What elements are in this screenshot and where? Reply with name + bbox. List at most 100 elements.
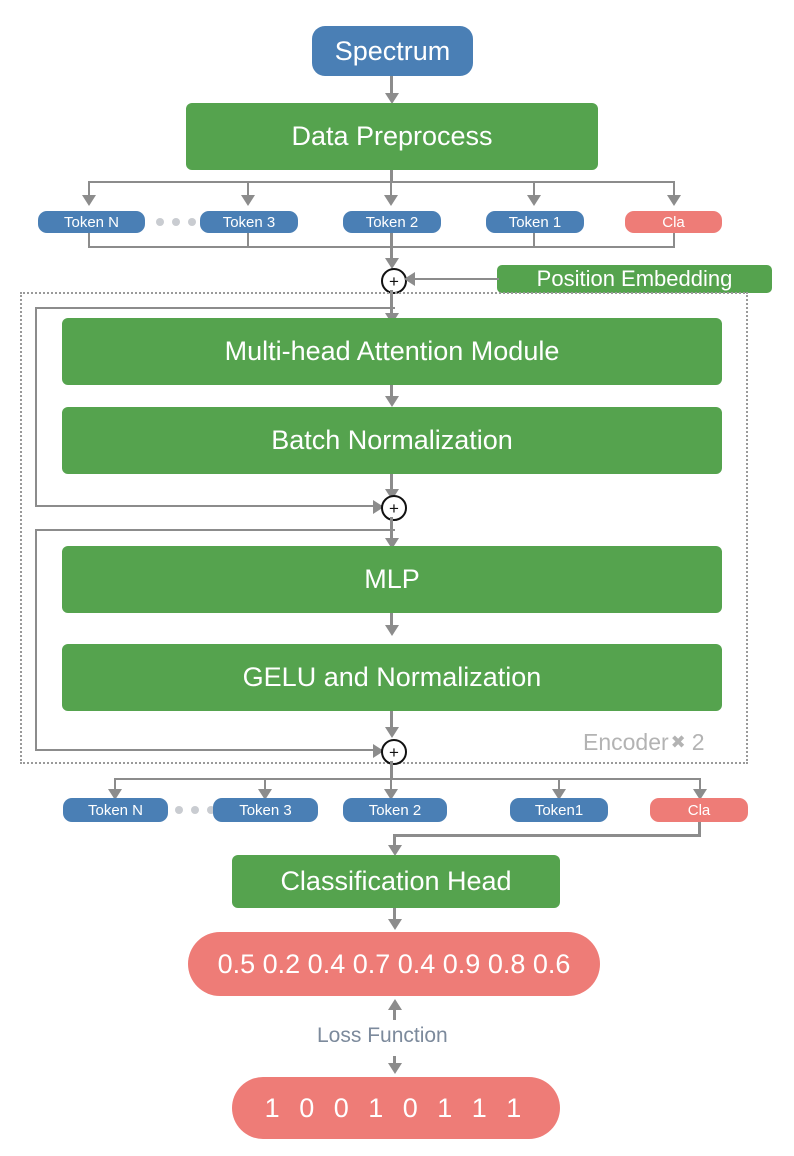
token-top-n[interactable]: Token N <box>38 211 145 233</box>
token-top-2[interactable]: Token 2 <box>343 211 441 233</box>
node-mlp[interactable]: MLP <box>62 546 722 613</box>
connector-sum2-to-mlp <box>390 517 393 545</box>
arrowhead-sum3-top <box>385 727 399 738</box>
bus-bottom-drop-token-3 <box>264 778 266 792</box>
merge-riser-token-3 <box>247 233 249 248</box>
encoder-container <box>20 292 748 764</box>
arrowhead-sum-left <box>404 272 415 286</box>
token-bottom-1[interactable]: Token1 <box>510 798 608 822</box>
sum-node-symbol: + <box>389 271 399 291</box>
token-top-n-label: Token N <box>63 213 120 231</box>
token-top-cla-label: Cla <box>662 213 685 231</box>
arrowhead-gelu <box>385 625 399 636</box>
arrowhead-token-n-top <box>82 195 96 206</box>
token-top-3[interactable]: Token 3 <box>200 211 298 233</box>
token-bottom-cla[interactable]: Cla <box>650 798 748 822</box>
arrowhead-token-2-bottom <box>384 789 398 800</box>
arrowhead-predictions <box>388 919 402 930</box>
bus-bottom-drop-token-2 <box>390 778 392 792</box>
arrowhead-token-1-top <box>527 195 541 206</box>
node-gelu-normalization[interactable]: GELU and Normalization <box>62 644 722 711</box>
node-position-embedding[interactable]: Position Embedding <box>497 265 772 293</box>
bus-drop-token-n <box>88 181 90 198</box>
bus-drop-token-2 <box>390 181 392 198</box>
connector-mlp-to-gelu <box>390 613 393 628</box>
sum-node-residual-attention: + <box>381 495 407 521</box>
arrowhead-token-1-bottom <box>552 789 566 800</box>
merge-to-sum-stem <box>390 233 393 265</box>
ground-truth-values: 1 0 0 1 0 1 1 1 <box>264 1092 528 1123</box>
bus-drop-token-1 <box>533 181 535 198</box>
bus-preprocess-stem <box>390 170 393 182</box>
ground-truth-vector[interactable]: 1 0 0 1 0 1 1 1 <box>232 1077 560 1139</box>
arrowhead-cla-top <box>667 195 681 206</box>
token-bottom-2-label: Token 2 <box>368 801 422 819</box>
arrowhead-token-2-top <box>384 195 398 206</box>
connector-spectrum-to-preprocess <box>390 76 393 95</box>
encoder-repeat-label: Encoder ✖ 2 <box>583 729 705 756</box>
sum-node-residual-mlp: + <box>381 739 407 765</box>
token-top-cla[interactable]: Cla <box>625 211 722 233</box>
node-multihead-attention[interactable]: Multi-head Attention Module <box>62 318 722 385</box>
node-spectrum-label: Spectrum <box>334 35 451 66</box>
token-bottom-1-label: Token1 <box>534 801 584 819</box>
node-gelu-normalization-label: GELU and Normalization <box>242 662 542 692</box>
residual-bracket-attention <box>35 307 395 507</box>
token-bottom-cla-label: Cla <box>687 801 711 819</box>
arrowhead-batchnorm <box>385 396 399 407</box>
prediction-vector-values: 0.5 0.2 0.4 0.7 0.4 0.9 0.8 0.6 <box>217 948 571 979</box>
connector-head-to-predictions <box>393 908 396 922</box>
connector-attention-to-batchnorm <box>390 385 393 399</box>
token-top-2-label: Token 2 <box>365 213 419 231</box>
loss-function-label: Loss Function <box>317 1024 448 1047</box>
sum-node-position-embedding: + <box>381 268 407 294</box>
bus-preprocess-horizontal <box>88 181 674 183</box>
token-bottom-n[interactable]: Token N <box>63 798 168 822</box>
connector-cla-drop <box>698 822 701 836</box>
node-position-embedding-label: Position Embedding <box>536 266 733 291</box>
token-top-1[interactable]: Token 1 <box>486 211 584 233</box>
connector-cla-horizontal <box>393 834 701 837</box>
merge-bus-horizontal <box>88 246 674 248</box>
arrowhead-token-n-bottom <box>108 789 122 800</box>
merge-riser-token-1 <box>533 233 535 248</box>
arrowhead-cla-bottom <box>693 789 707 800</box>
token-top-1-label: Token 1 <box>508 213 562 231</box>
sum-node-symbol-2: + <box>389 498 399 518</box>
node-data-preprocess-label: Data Preprocess <box>291 121 493 151</box>
arrowhead-preprocess <box>385 93 399 104</box>
connector-posembed-to-sum <box>415 278 499 280</box>
connector-sum-to-encoder <box>390 290 393 318</box>
encoder-label-count: 2 <box>691 729 705 755</box>
token-bottom-n-label: Token N <box>87 801 144 819</box>
node-spectrum[interactable]: Spectrum <box>312 26 473 76</box>
prediction-vector[interactable]: 0.5 0.2 0.4 0.7 0.4 0.9 0.8 0.6 <box>188 932 600 996</box>
node-classification-head[interactable]: Classification Head <box>232 855 560 908</box>
arrowhead-sum2-top <box>385 489 399 500</box>
token-bottom-3-label: Token 3 <box>239 801 292 819</box>
merge-riser-cla <box>673 233 675 248</box>
multiply-icon: ✖ <box>670 732 686 752</box>
token-bottom-2[interactable]: Token 2 <box>343 798 447 822</box>
residual-bracket-mlp <box>35 529 395 751</box>
token-bottom-3[interactable]: Token 3 <box>213 798 318 822</box>
node-mlp-label: MLP <box>364 564 420 594</box>
bus-drop-cla <box>673 181 675 198</box>
connector-batchnorm-to-sum2 <box>390 474 393 496</box>
bus-bottom-drop-token-n <box>114 778 116 792</box>
encoder-label-text: Encoder <box>583 729 669 755</box>
node-classification-head-label: Classification Head <box>280 866 512 896</box>
arrowhead-loss-up <box>388 999 402 1010</box>
node-data-preprocess[interactable]: Data Preprocess <box>186 103 598 170</box>
connector-cla-to-head <box>393 834 396 848</box>
arrowhead-sum-top <box>385 258 399 269</box>
connector-loss-lower <box>393 1056 396 1068</box>
merge-riser-token-n <box>88 233 90 248</box>
bus-bottom-drop-token-1 <box>558 778 560 792</box>
node-batch-normalization[interactable]: Batch Normalization <box>62 407 722 474</box>
connector-gelu-to-sum3 <box>390 711 393 733</box>
bus-bottom-horizontal <box>114 778 700 780</box>
arrowhead-mlp-entry <box>385 538 399 549</box>
arrowhead-token-3-top <box>241 195 255 206</box>
